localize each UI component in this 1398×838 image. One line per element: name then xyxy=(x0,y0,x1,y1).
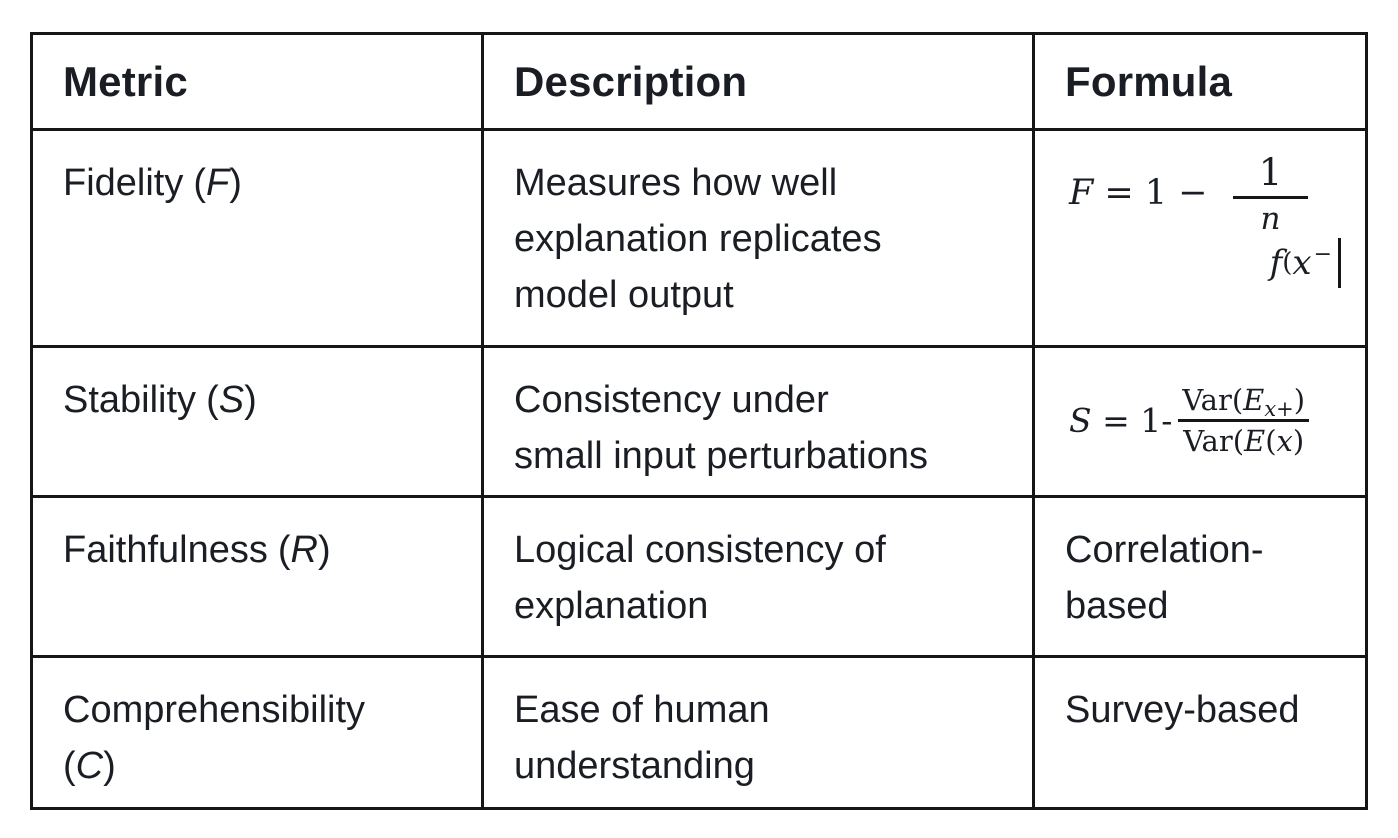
cell-description-fidelity: Measures how well explanation replicates… xyxy=(484,131,1032,345)
cell-metric-comprehensibility: Comprehensibility (C) xyxy=(33,658,481,807)
header-label-description: Description xyxy=(514,57,748,105)
metrics-table: Metric Description Formula Fidelity(F) M… xyxy=(30,32,1368,810)
fidelity-formula-tail: f(x− xyxy=(1069,237,1351,288)
description-text: Ease of human understanding xyxy=(514,689,770,788)
description-text: Logical consistency of explanation xyxy=(514,529,886,628)
formula-lhs: S xyxy=(1069,400,1092,440)
stability-formula: S = 1- Var(Ex+) Var(E(x) xyxy=(1069,370,1351,459)
cell-metric-fidelity: Fidelity(F) xyxy=(33,131,481,345)
metric-name: Comprehensibility xyxy=(63,689,366,731)
fraction-denominator: n xyxy=(1260,200,1281,237)
description-text: Measures how well explanation replicates… xyxy=(514,162,882,317)
fraction-denominator: Var(E(x) xyxy=(1183,424,1305,459)
fraction: 1 n xyxy=(1232,152,1309,237)
fidelity-formula-main: F = 1 − 1 n xyxy=(1069,152,1351,237)
formula-text: Survey-based xyxy=(1065,689,1300,731)
cell-formula-faithfulness: Correlation- based xyxy=(1035,498,1365,655)
header-cell-formula: Formula xyxy=(1035,35,1365,128)
metric-symbol: (S) xyxy=(206,379,257,421)
formula-lhs: F xyxy=(1069,173,1094,214)
formula-text: Correlation- based xyxy=(1065,529,1264,628)
truncated-bar xyxy=(1338,237,1341,288)
cell-formula-comprehensibility: Survey-based xyxy=(1035,658,1365,807)
fraction-numerator: Var(Ex+) xyxy=(1178,383,1310,423)
cell-description-stability: Consistency under small input perturbati… xyxy=(484,348,1032,495)
cell-metric-stability: Stability(S) xyxy=(33,348,481,495)
header-label-metric: Metric xyxy=(63,57,188,105)
description-text: Consistency under small input perturbati… xyxy=(514,379,928,478)
metric-name: Stability xyxy=(63,379,197,421)
metric-symbol: (C) xyxy=(63,745,116,788)
cell-metric-faithfulness: Faithfulness(R) xyxy=(33,498,481,655)
metric-name: Fidelity xyxy=(63,162,184,204)
header-cell-description: Description xyxy=(484,35,1032,128)
metric-symbol: (R) xyxy=(277,529,331,571)
metric-symbol: (F) xyxy=(193,162,242,204)
cell-description-faithfulness: Logical consistency of explanation xyxy=(484,498,1032,655)
header-cell-metric: Metric xyxy=(33,35,481,128)
cell-formula-stability: S = 1- Var(Ex+) Var(E(x) xyxy=(1035,348,1365,495)
fraction: Var(Ex+) Var(E(x) xyxy=(1178,383,1310,459)
cell-description-comprehensibility: Ease of human understanding xyxy=(484,658,1032,807)
metric-name: Faithfulness xyxy=(63,529,268,571)
cell-formula-fidelity: F = 1 − 1 n f(x− xyxy=(1035,131,1365,345)
header-label-formula: Formula xyxy=(1065,57,1233,105)
fraction-numerator: 1 xyxy=(1232,152,1309,199)
